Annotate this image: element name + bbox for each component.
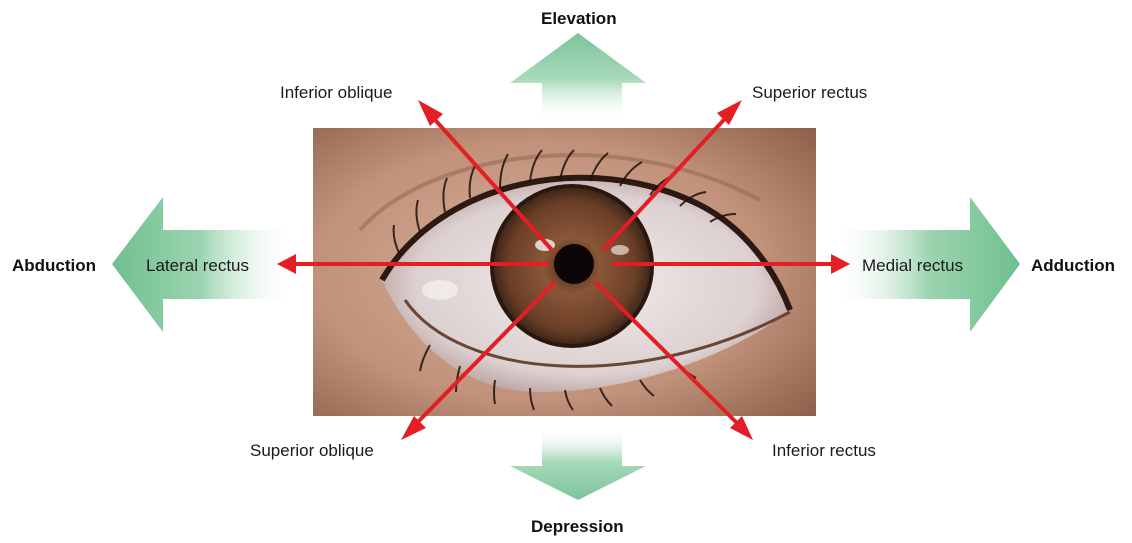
superior-rectus-label: Superior rectus: [752, 83, 867, 103]
inferior-oblique-label: Inferior oblique: [280, 83, 392, 103]
lateral-rectus-label: Lateral rectus: [146, 256, 249, 276]
eye-photo: [313, 128, 816, 416]
elevation-label: Elevation: [541, 9, 617, 29]
abduction-label: Abduction: [12, 256, 96, 276]
inferior-rectus-label: Inferior rectus: [772, 441, 876, 461]
elevation-arrow: [510, 33, 646, 118]
depression-arrow: [510, 430, 646, 500]
adduction-label: Adduction: [1031, 256, 1115, 276]
superior-oblique-label: Superior oblique: [250, 441, 374, 461]
depression-label: Depression: [531, 517, 624, 537]
medial-rectus-label: Medial rectus: [862, 256, 963, 276]
